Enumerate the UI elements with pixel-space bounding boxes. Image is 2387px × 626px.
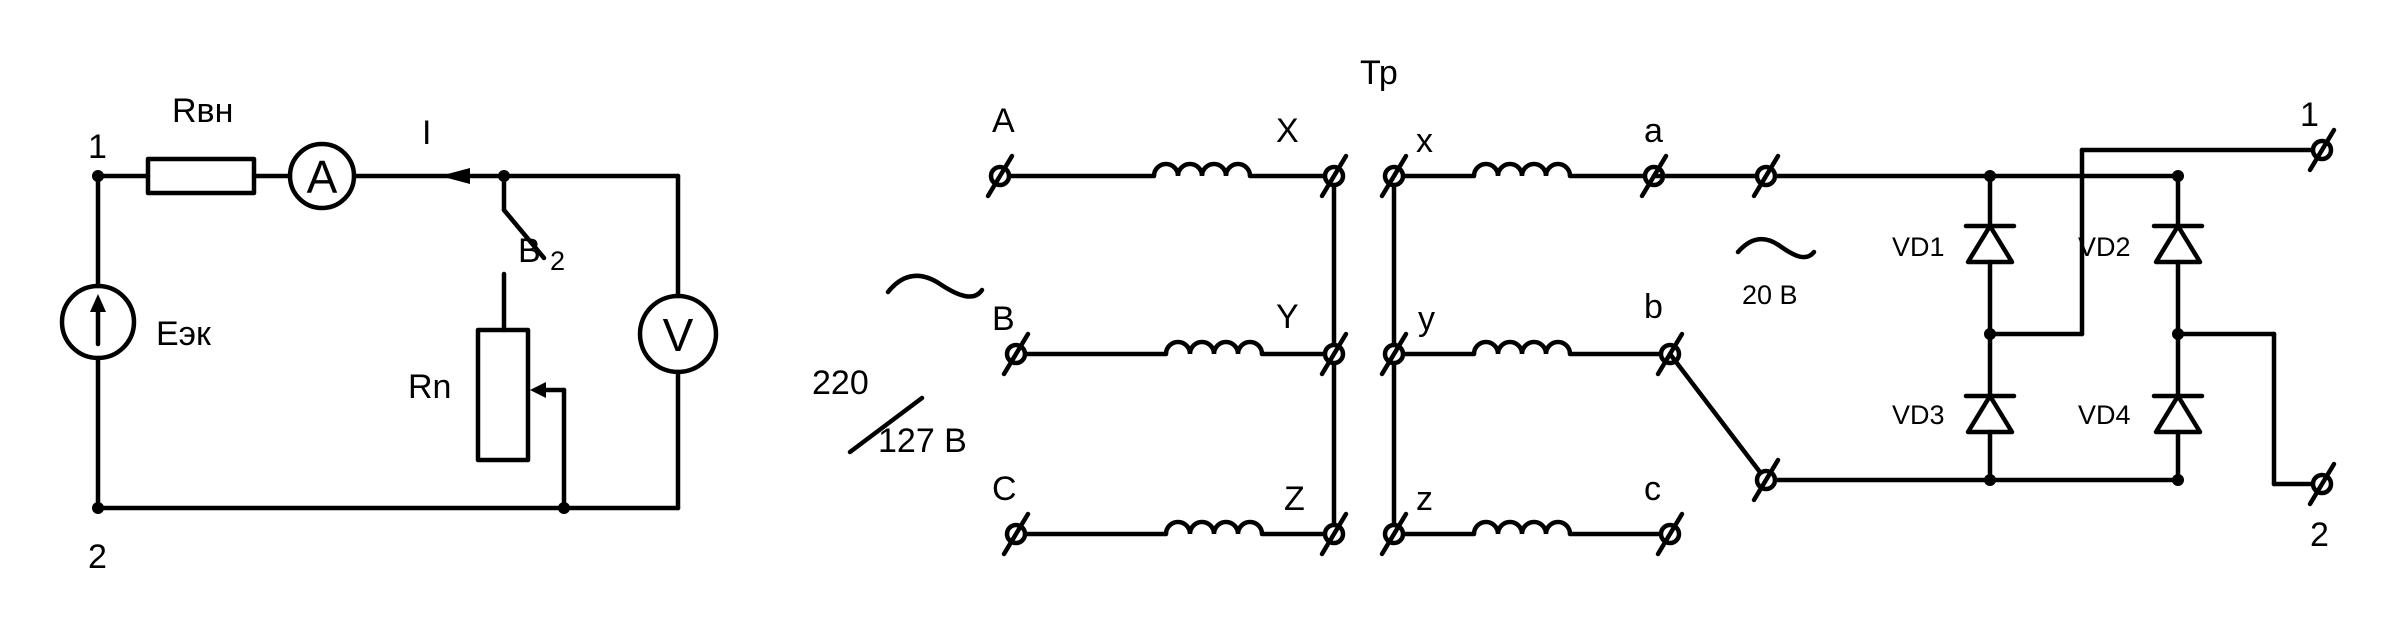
diode-vd4-body bbox=[2153, 393, 2203, 435]
label-X: X bbox=[1276, 112, 1299, 150]
bridge-input-bottom-mark bbox=[1751, 457, 1781, 503]
label-Y: Y bbox=[1276, 298, 1299, 336]
secondary-z-coil bbox=[1471, 519, 1573, 535]
label-y: y bbox=[1418, 300, 1435, 338]
terminal-C-mark bbox=[1001, 511, 1031, 557]
jumper-b-to-bridge bbox=[1667, 351, 1769, 483]
label-z: z bbox=[1416, 480, 1433, 518]
current-label: I bbox=[422, 114, 431, 152]
terminal-X-mark bbox=[1319, 153, 1349, 199]
label-A: A bbox=[992, 102, 1015, 140]
current-arrow bbox=[440, 168, 470, 184]
output-terminal-2-mark bbox=[2307, 461, 2337, 507]
primary-b-coil bbox=[1163, 339, 1265, 355]
measurement-circuit: A V Rвн I 1 2 Eэк Rn B 2 bbox=[59, 92, 719, 576]
output-pos-label: 1 bbox=[2300, 96, 2319, 134]
voltage-slash bbox=[847, 395, 925, 455]
switch-subscript: 2 bbox=[550, 246, 565, 276]
line-voltage-label: 220 bbox=[812, 364, 869, 402]
label-C: C bbox=[992, 470, 1017, 508]
rheostat-slider-head bbox=[530, 382, 546, 398]
terminal-Y-mark bbox=[1319, 331, 1349, 377]
terminal-B-mark bbox=[1001, 331, 1031, 377]
diode-vd2-body bbox=[2153, 223, 2203, 265]
internal-resistor-label: Rвн bbox=[172, 92, 233, 130]
primary-c-coil bbox=[1163, 519, 1265, 535]
vd1-label: VD1 bbox=[1892, 232, 1945, 262]
secondary-y-coil bbox=[1471, 339, 1573, 355]
phase-voltage-label: 127 B bbox=[878, 422, 967, 460]
label-b: b bbox=[1644, 288, 1663, 326]
secondary-x-coil bbox=[1471, 161, 1573, 177]
label-B: B bbox=[992, 300, 1015, 338]
terminal-x-mark bbox=[1379, 153, 1409, 199]
terminal-Z-mark bbox=[1319, 511, 1349, 557]
source-label: Eэк bbox=[156, 315, 212, 353]
vd4-label: VD4 bbox=[2078, 400, 2131, 430]
label-x: x bbox=[1416, 122, 1433, 160]
terminal-y-mark bbox=[1379, 331, 1409, 377]
output-terminal-1-mark bbox=[2307, 127, 2337, 173]
terminal-A-mark bbox=[985, 153, 1015, 199]
ac-symbol-primary bbox=[885, 273, 985, 299]
vd2-label: VD2 bbox=[2078, 232, 2131, 262]
vd3-label: VD3 bbox=[1892, 400, 1945, 430]
bridge-input-top-mark bbox=[1751, 153, 1781, 199]
transformer-title: Тр bbox=[1360, 54, 1398, 92]
switch-label: B bbox=[518, 232, 541, 270]
node-2-dot bbox=[92, 502, 104, 514]
ac-symbol-secondary bbox=[1735, 237, 1817, 260]
switch-blade bbox=[501, 207, 547, 261]
emf-arrow-head bbox=[90, 294, 106, 312]
internal-resistor bbox=[145, 156, 257, 196]
node-2-label: 2 bbox=[88, 538, 107, 576]
terminal-c-mark bbox=[1655, 511, 1685, 557]
primary-a-coil bbox=[1151, 161, 1253, 177]
diode-vd3-body bbox=[1965, 393, 2015, 435]
rheostat-label: Rn bbox=[408, 368, 451, 406]
voltmeter-label: V bbox=[663, 309, 694, 361]
diode-vd1-body bbox=[1965, 223, 2015, 265]
output-neg-label: 2 bbox=[2310, 516, 2329, 554]
ac-voltage-label: 20 B bbox=[1742, 280, 1798, 310]
label-Z: Z bbox=[1284, 480, 1305, 518]
label-c: c bbox=[1644, 470, 1661, 508]
transformer: Тр bbox=[812, 54, 1685, 557]
label-a: a bbox=[1644, 112, 1663, 150]
ammeter-label: A bbox=[307, 151, 338, 203]
terminal-z-mark bbox=[1379, 511, 1409, 557]
node-1-label: 1 bbox=[88, 128, 107, 166]
rectifier-bridge: 20 B VD1 VD2 VD3 VD4 1 2 bbox=[1651, 96, 2337, 554]
rheostat-body bbox=[475, 327, 531, 463]
